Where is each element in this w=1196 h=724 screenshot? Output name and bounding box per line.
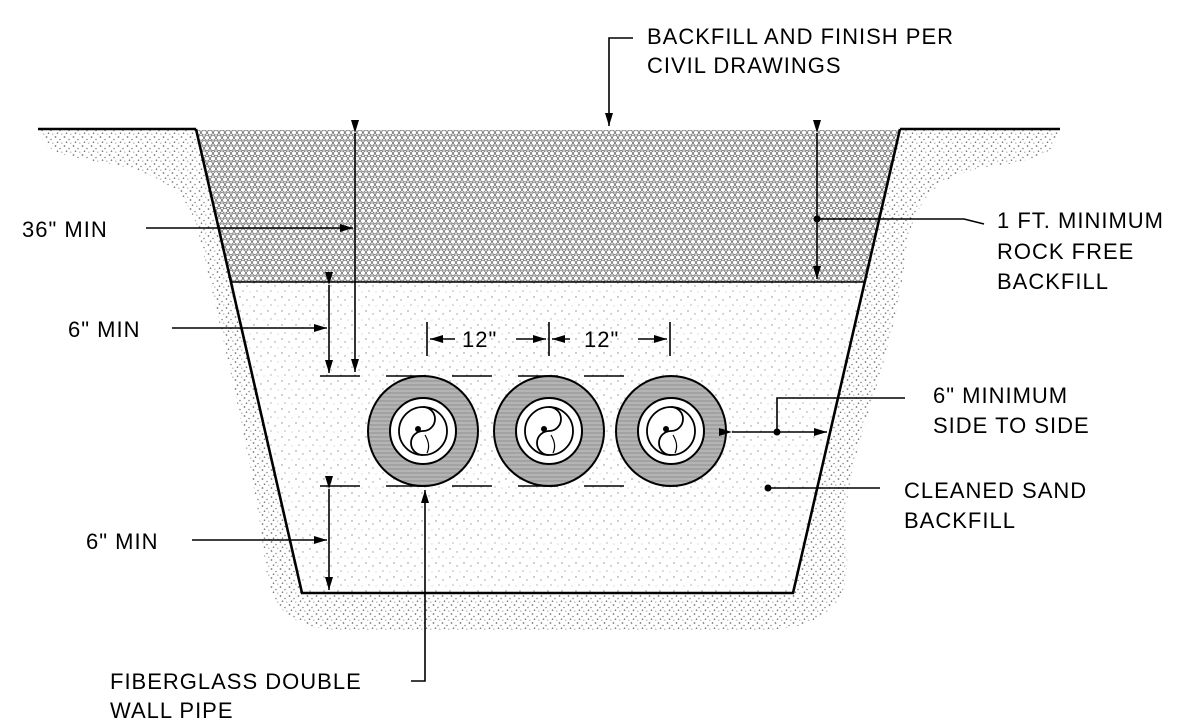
leader-backfill-finish bbox=[605, 37, 633, 126]
label-backfill-finish-line1: BACKFILL AND FINISH PER bbox=[647, 24, 954, 49]
pipe-2 bbox=[493, 375, 605, 487]
leader-rock-free bbox=[817, 218, 985, 225]
trench-outline bbox=[194, 128, 902, 595]
label-rock-free-line1: 1 FT. MINIMUM bbox=[997, 208, 1164, 233]
rock-free-backfill-zone bbox=[196, 130, 900, 282]
label-36-min: 36" MIN bbox=[22, 217, 108, 242]
leader-fiberglass-pipe bbox=[411, 490, 429, 682]
label-backfill-finish-line2: CIVIL DRAWINGS bbox=[647, 53, 842, 78]
pipe-1 bbox=[367, 375, 479, 487]
label-fiberglass-pipe-line2: WALL PIPE bbox=[110, 698, 234, 723]
label-side-to-side-line1: 6" MINIMUM bbox=[933, 383, 1068, 408]
label-6-min-lower: 6" MIN bbox=[86, 529, 158, 554]
pipe-3 bbox=[615, 375, 727, 487]
label-side-to-side-line2: SIDE TO SIDE bbox=[933, 413, 1090, 438]
label-rock-free-line2: ROCK FREE bbox=[997, 239, 1134, 264]
label-6-min-upper: 6" MIN bbox=[68, 317, 140, 342]
label-cleaned-sand-line1: CLEANED SAND bbox=[904, 478, 1087, 503]
native-soil bbox=[40, 130, 1059, 630]
label-fiberglass-pipe-line1: FIBERGLASS DOUBLE bbox=[110, 669, 362, 694]
label-spacing-right: 12" bbox=[584, 327, 619, 352]
label-rock-free-line3: BACKFILL bbox=[997, 269, 1109, 294]
leader-side-to-side bbox=[776, 397, 905, 432]
label-cleaned-sand-line2: BACKFILL bbox=[904, 508, 1016, 533]
label-spacing-left: 12" bbox=[462, 327, 497, 352]
